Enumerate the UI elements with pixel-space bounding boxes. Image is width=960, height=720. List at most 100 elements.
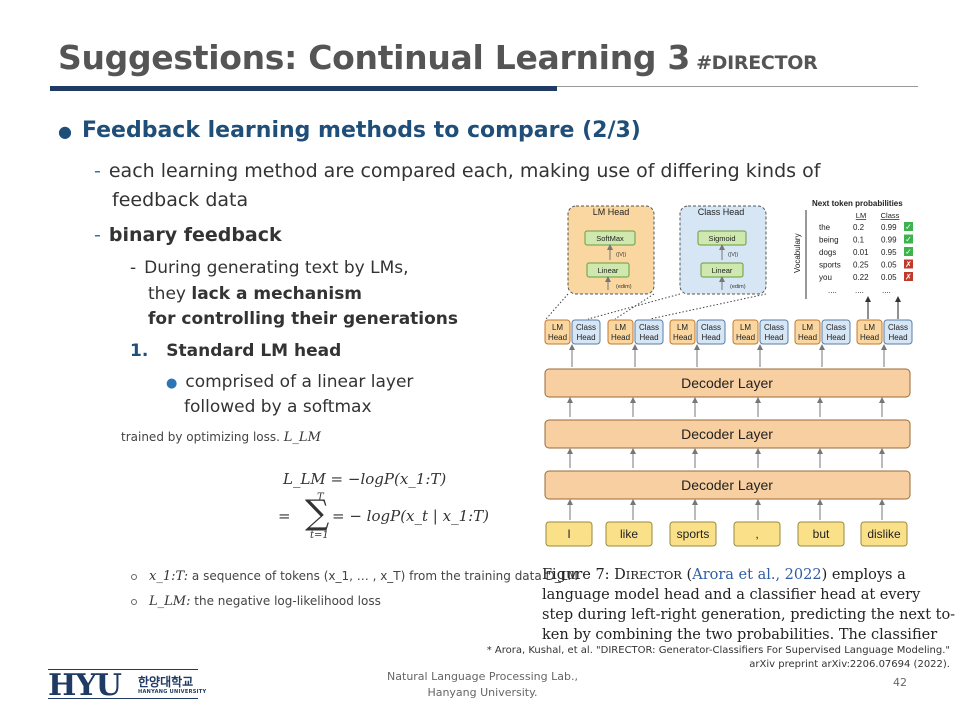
lm-head-box — [607, 319, 634, 345]
dash-icon: - — [94, 160, 101, 182]
figure-caption-line2: language model head and a classifier hea… — [542, 587, 921, 603]
logo-english: HANYANG UNIVERSITY — [138, 689, 207, 695]
dash-icon: - — [130, 258, 137, 278]
bullet-small-dot-icon: ● — [166, 376, 178, 391]
class-head-label: Head — [639, 333, 658, 342]
figure-caption-line3: step during left-right generation, predi… — [542, 607, 956, 623]
lm-head-label: Head — [798, 333, 817, 342]
class-head-label: Class — [639, 323, 659, 332]
token-box — [733, 521, 781, 547]
loss-bullet-b-symbol: L_LM: — [149, 594, 191, 609]
lm-head-label: Head — [673, 333, 692, 342]
token-label: but — [813, 527, 830, 541]
numbered-item-number: 1. — [130, 341, 149, 361]
decoder-layer-middle-label: Decoder Layer — [681, 426, 773, 442]
lm-ellipsis: .... — [855, 286, 864, 295]
lm-head-label: Head — [736, 333, 755, 342]
loss-bullet-b: L_LM: the negative log-likelihood loss — [131, 594, 381, 609]
lm-prob: 0.22 — [853, 273, 869, 282]
check-icon — [904, 247, 913, 256]
loss-intro-text: trained by optimizing loss. — [121, 430, 280, 444]
loss-equation-2: = − logP(x_t | x_1:T) — [332, 507, 490, 525]
page-number: 42 — [893, 676, 907, 689]
detail-connectors — [545, 293, 767, 320]
cross-icon — [904, 272, 913, 281]
layer-arrows — [567, 397, 885, 520]
lm-head-label: Head — [548, 333, 567, 342]
decoder-layer-middle — [544, 419, 911, 449]
class-head-label: Head — [764, 333, 783, 342]
decoder-layer-bottom-label: Decoder Layer — [681, 477, 773, 493]
token-box — [669, 521, 717, 547]
lm-head-box — [794, 319, 821, 345]
lm-head-label: LM — [677, 323, 688, 332]
loss-bullet-a: x_1:T: a sequence of tokens (x_1, … , x_… — [131, 569, 578, 584]
col-class: Class — [881, 211, 900, 220]
sum-symbol: ∑ — [305, 493, 330, 533]
lm-head-box — [544, 319, 571, 345]
circle-bullet-icon — [131, 573, 137, 580]
bullet-level4: ●comprised of a linear layer — [166, 372, 413, 392]
lm-head-label: LM — [740, 323, 751, 332]
lm-head-detail-title: LM Head — [593, 207, 630, 217]
lm-prob: 0.1 — [853, 236, 865, 245]
class-head-label: Class — [888, 323, 908, 332]
footer-lab-line2: Hanyang University. — [427, 686, 538, 699]
class-head-box — [571, 319, 601, 345]
slide-title: Suggestions: Continual Learning 3#DIRECT… — [58, 38, 818, 77]
token-label: like — [620, 527, 638, 541]
dash-icon: - — [94, 224, 101, 246]
class-head-box — [821, 319, 851, 345]
decoder-stack: Decoder Layer Decoder Layer Decoder Laye… — [544, 368, 911, 500]
numbered-item-label: Standard LM head — [166, 341, 342, 361]
check-mark: ✓ — [905, 235, 912, 244]
probs-title: Next token probabilities — [812, 199, 903, 208]
bullet-dot-icon: ● — [58, 122, 72, 141]
class-prob: 0.99 — [881, 223, 897, 232]
token-box — [797, 521, 845, 547]
bullet-level3-line2: they lack a mechanism — [148, 284, 362, 304]
check-mark: ✓ — [905, 248, 912, 257]
loss-bullet-a-text: a sequence of tokens (x_1, … , x_T) from… — [191, 569, 578, 583]
token-label: sports — [677, 527, 710, 541]
lm-head-label: LM — [864, 323, 875, 332]
cross-mark: ✗ — [905, 273, 912, 282]
footnote-line2: arXiv preprint arXiv:2206.07694 (2022). — [749, 659, 950, 670]
logo-rule-bottom — [48, 698, 198, 699]
class-head-label: Head — [888, 333, 907, 342]
bullet-level2-b-text: binary feedback — [108, 224, 282, 246]
head-pairs: LMHeadClassHeadLMHeadClassHeadLMHeadClas… — [544, 319, 913, 367]
lm-head-detail-box — [567, 205, 655, 295]
lm-head-label: Head — [860, 333, 879, 342]
vocab-word: sports — [819, 261, 841, 270]
bullet-level2-a-line1: each learning method are compared each, … — [108, 160, 821, 182]
class-head-label: Head — [826, 333, 845, 342]
class-edim-label: (edim) — [730, 284, 746, 290]
cross-icon — [904, 259, 913, 269]
bullet-level3: -During generating text by LMs, — [130, 258, 409, 278]
director-architecture-diagram: LM Head SoftMax (|V|) Linear (edim) Clas… — [544, 199, 913, 547]
bullet-level2-b: -binary feedback — [94, 224, 282, 246]
bullet-level3-line2-plain: they — [148, 284, 192, 304]
decoder-layer-bottom — [544, 470, 911, 500]
lm-head-box — [732, 319, 759, 345]
class-prob: 0.05 — [881, 261, 897, 270]
class-prob: 0.05 — [881, 273, 897, 282]
decoder-layer-top-label: Decoder Layer — [681, 375, 773, 391]
token-box — [545, 521, 593, 547]
loss-equation-2-minus: = — [278, 507, 291, 525]
class-head-detail-title: Class Head — [698, 207, 745, 217]
check-icon — [904, 222, 913, 231]
token-label: I — [567, 527, 570, 541]
class-head-box — [696, 319, 726, 345]
col-lm: LM — [856, 211, 866, 220]
caption-text: ) employs a — [821, 567, 906, 583]
cross-mark: ✗ — [905, 260, 912, 269]
token-box — [860, 521, 908, 547]
lm-v-label: (|V|) — [616, 252, 626, 258]
vocab-label: Vocabulary — [793, 233, 802, 273]
class-head-label: Class — [701, 323, 721, 332]
bullet-level4-line2: followed by a softmax — [184, 397, 372, 417]
next-token-probabilities: Next token probabilities Vocabulary LM C… — [793, 199, 913, 319]
